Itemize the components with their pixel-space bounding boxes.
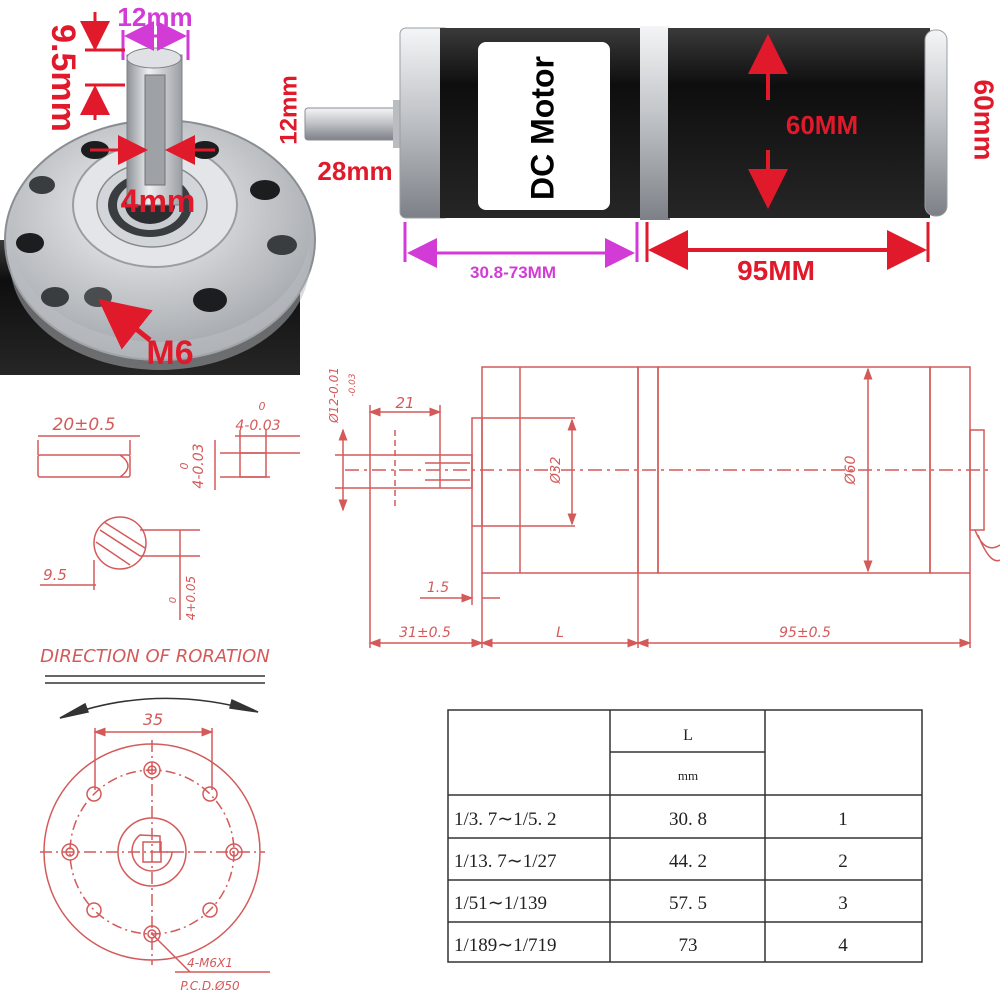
drawing-shaft-section: 9.5 4+0.05 0 [40, 516, 200, 620]
holes-label: 4-M6X1 [187, 956, 233, 970]
bolt-spacing-label: 35 [143, 710, 163, 729]
photo-motor-side: DC Motor 12mm 28mm 60MM 60mm 30.8-73MM 9… [275, 26, 1000, 286]
table-row-stage: 3 [838, 893, 848, 914]
shaft-dia-tol: -0.03 [348, 373, 358, 397]
table-row-stage: 2 [838, 851, 848, 872]
table-header-unit: mm [678, 768, 698, 783]
motor-length-label: 95MM [737, 255, 815, 286]
drawing-side-view: Ø12-0.01 -0.03 21 Ø32 Ø60 1.5 31±0.5 L 9… [327, 366, 1000, 648]
table-row-ratio: 1/189∼1/719 [454, 935, 556, 956]
body-dia-label: Ø60 [843, 455, 859, 485]
key-width-zero: 0 [259, 400, 266, 413]
shaft-tol-zero: 0 [168, 597, 179, 603]
step-label: 1.5 [427, 580, 449, 596]
key-dim-label: 4mm [121, 183, 196, 219]
key-height-label: 4-0.03 [191, 443, 207, 488]
table-row-length: 30. 8 [669, 809, 707, 830]
table-header-l: L [683, 727, 693, 744]
key-width-label: 4-0.03 [235, 418, 280, 434]
table-row-stage: 4 [838, 935, 848, 956]
table-row-ratio: 1/51∼1/139 [454, 893, 547, 914]
thread-dim-label: M6 [146, 334, 193, 372]
key-height-zero: 0 [178, 463, 191, 470]
shaft-diameter-label: 12mm [275, 75, 302, 144]
gearbox-length-dim: L [556, 625, 564, 641]
flange-dia-label: Ø32 [549, 457, 564, 485]
photo-gearbox-face: 12mm 9.5mm 4mm M6 [0, 2, 316, 375]
body-diameter-label: 60MM [786, 110, 858, 140]
pcd-label: P.C.D.Ø50 [180, 979, 240, 993]
shaft-tol-label: 4+0.05 [184, 576, 198, 620]
table-row-length: 44. 2 [669, 851, 707, 872]
table-row-stage: 1 [838, 809, 848, 830]
motor-length-dim: 95±0.5 [779, 625, 831, 641]
table-row-length: 73 [679, 935, 698, 956]
end-diameter-label: 60mm [969, 80, 1000, 161]
key-length-dim: 21 [395, 394, 414, 412]
shaft-dia-label: Ø12-0.01 [327, 367, 341, 424]
gearbox-length-label: 30.8-73MM [470, 263, 556, 282]
rotation-title: DIRECTION OF RORATION [40, 646, 270, 667]
gear-ratio-table: L mm 1/3. 7∼1/5. 2 30. 8 1 1/13. 7∼1/27 … [447, 709, 923, 963]
table-row-ratio: 1/3. 7∼1/5. 2 [454, 809, 556, 830]
table-row-ratio: 1/13. 7∼1/27 [454, 851, 556, 872]
key-length-label: 20±0.5 [53, 415, 116, 435]
shaft-length-dim: 31±0.5 [399, 625, 451, 641]
height-dim-label: 9.5mm [44, 24, 82, 132]
drawing-key: 20±0.5 4-0.03 0 4-0.03 0 [37, 400, 300, 490]
shaft-length-label: 28mm [317, 156, 392, 186]
drawing-front-view: DIRECTION OF RORATION 35 [40, 646, 270, 993]
flange-holes [16, 141, 297, 312]
table-row-length: 57. 5 [669, 893, 707, 914]
motor-label: DC Motor [524, 56, 560, 200]
shaft-flat-label: 9.5 [43, 566, 67, 584]
bolt-holes [61, 761, 243, 943]
width-dim-label: 12mm [117, 2, 192, 32]
